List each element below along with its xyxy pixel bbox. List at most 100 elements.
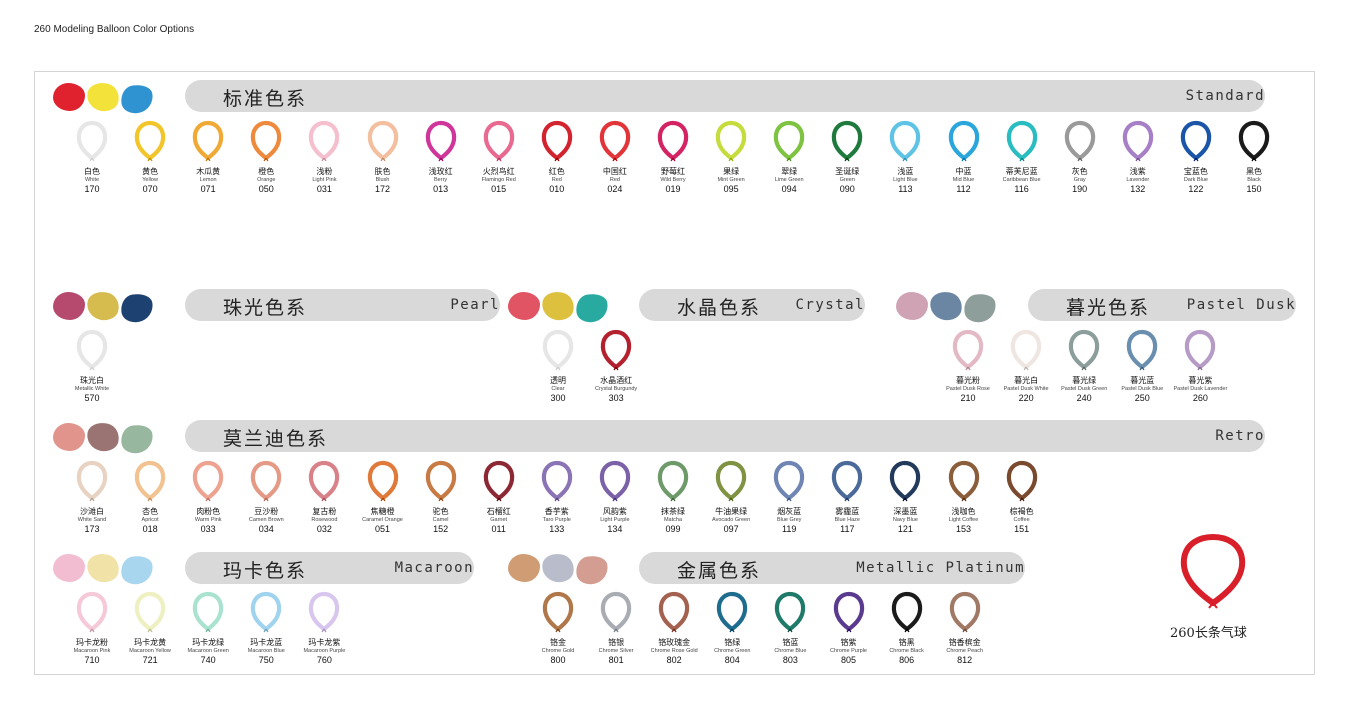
balloon-code: 094 xyxy=(781,184,797,194)
balloon-icon xyxy=(890,460,921,502)
balloon-name-en: Wild Berry xyxy=(660,177,686,183)
balloon-icon xyxy=(309,591,340,633)
balloon-icon xyxy=(1064,120,1095,162)
big-balloon-icon xyxy=(1180,534,1246,609)
balloon-icon xyxy=(1122,120,1153,162)
macaroon-title-cn: 玛卡色系 xyxy=(223,560,308,582)
balloon-name-cn: 杏色 xyxy=(142,507,159,516)
balloon-code: 095 xyxy=(723,184,739,194)
balloon-icon xyxy=(134,120,166,162)
balloon-name-en: Camel xyxy=(432,517,449,523)
balloon-code: 119 xyxy=(782,524,797,534)
balloon-name-en: Berry xyxy=(434,177,448,183)
pearl-banner: 珠光色系 Pearl xyxy=(185,289,500,321)
balloon-name-en: Chrome Green xyxy=(714,648,751,654)
balloon-name-cn: 透明 xyxy=(550,376,566,385)
balloon-name-en: Caramel Orange xyxy=(362,517,403,523)
balloon-code: 122 xyxy=(1188,184,1204,194)
balloon-name-en: Pastel Dusk Green xyxy=(1061,386,1108,392)
balloon-name-en: Pastel Dusk Rose xyxy=(946,386,990,392)
balloon-name-cn: 白色 xyxy=(84,167,100,176)
balloon-code: 812 xyxy=(957,655,973,665)
balloon-code: 220 xyxy=(1018,393,1034,403)
pearl-title-en: Pearl xyxy=(450,297,500,313)
balloon-icon xyxy=(715,120,747,162)
balloon-name-cn: 肤色 xyxy=(374,167,391,176)
crystal-swatch-1 xyxy=(508,292,540,320)
balloon-name-cn: 烟灰蓝 xyxy=(777,507,802,516)
metallic-title-cn: 金属色系 xyxy=(677,560,762,582)
balloon-icon xyxy=(659,591,690,633)
pastel-dusk-title-en: Pastel Dusk xyxy=(1186,297,1296,313)
balloon-name-cn: 圣诞绿 xyxy=(835,167,860,176)
balloon-icon xyxy=(1185,329,1216,371)
balloon-code: 113 xyxy=(898,184,913,194)
balloon-code: 190 xyxy=(1072,184,1088,194)
balloon-name-en: Rosewood xyxy=(311,517,338,523)
balloon-name-cn: 灰色 xyxy=(1071,167,1088,176)
balloon-name-en: Red xyxy=(551,177,562,183)
balloon-name-en: Coffee xyxy=(1013,517,1030,523)
balloon-icon xyxy=(599,120,631,162)
crystal-title-en: Crystal xyxy=(795,297,865,313)
balloon-name-cn: 黄色 xyxy=(142,167,159,176)
crystal-swatch-3 xyxy=(573,291,611,325)
balloon-icon xyxy=(832,460,863,502)
balloon-icon xyxy=(542,591,574,633)
pearl-swatch-1 xyxy=(53,292,85,320)
standard-title-en: Standard xyxy=(1185,88,1265,104)
retro-swatch-3 xyxy=(118,422,156,456)
balloon-name-en: Dark Blue xyxy=(1183,177,1208,183)
balloon-icon xyxy=(1127,329,1158,371)
standard-swatch-2 xyxy=(84,79,122,115)
balloon-name-en: Matcha xyxy=(663,517,683,523)
balloon-name-cn: 暮光白 xyxy=(1014,376,1039,385)
big-balloon-label: 260长条气球 xyxy=(1170,626,1247,641)
balloon-icon xyxy=(425,460,456,502)
balloon-code: 097 xyxy=(723,524,739,534)
balloon-name-en: Light Purple xyxy=(600,517,630,523)
balloon-code: 803 xyxy=(782,655,798,665)
balloon-code: 112 xyxy=(956,184,971,194)
balloon-icon xyxy=(717,591,748,633)
standard-swatch-3 xyxy=(118,82,156,116)
balloon-name-en: Chrome Gold xyxy=(541,648,575,654)
pastel-dusk-swatch-2 xyxy=(927,288,965,324)
balloon-code: 019 xyxy=(665,184,681,194)
balloon-name-en: Macaroon Green xyxy=(187,648,229,654)
balloon-name-cn: 香芋紫 xyxy=(544,507,569,516)
balloon-code: 150 xyxy=(1246,184,1262,194)
balloon-name-en: Chrome Purple xyxy=(830,648,867,654)
balloon-name-cn: 牛油果绿 xyxy=(715,507,748,516)
balloon-code: 804 xyxy=(724,655,740,665)
balloon-code: 051 xyxy=(374,524,391,534)
balloon-icon xyxy=(599,460,631,502)
balloon-code: 010 xyxy=(549,184,565,194)
balloon-icon xyxy=(541,120,572,162)
balloon-name-en: Macaroon Yellow xyxy=(129,648,171,654)
balloon-icon xyxy=(600,591,632,633)
balloon-name-cn: 铬玫瑰金 xyxy=(658,638,691,647)
crystal-swatch-2 xyxy=(539,288,577,324)
balloon-name-en: Crystal Burgundy xyxy=(595,386,638,392)
balloon-icon xyxy=(76,329,108,371)
balloon-icon xyxy=(1180,120,1212,162)
balloon-icon xyxy=(76,460,108,502)
